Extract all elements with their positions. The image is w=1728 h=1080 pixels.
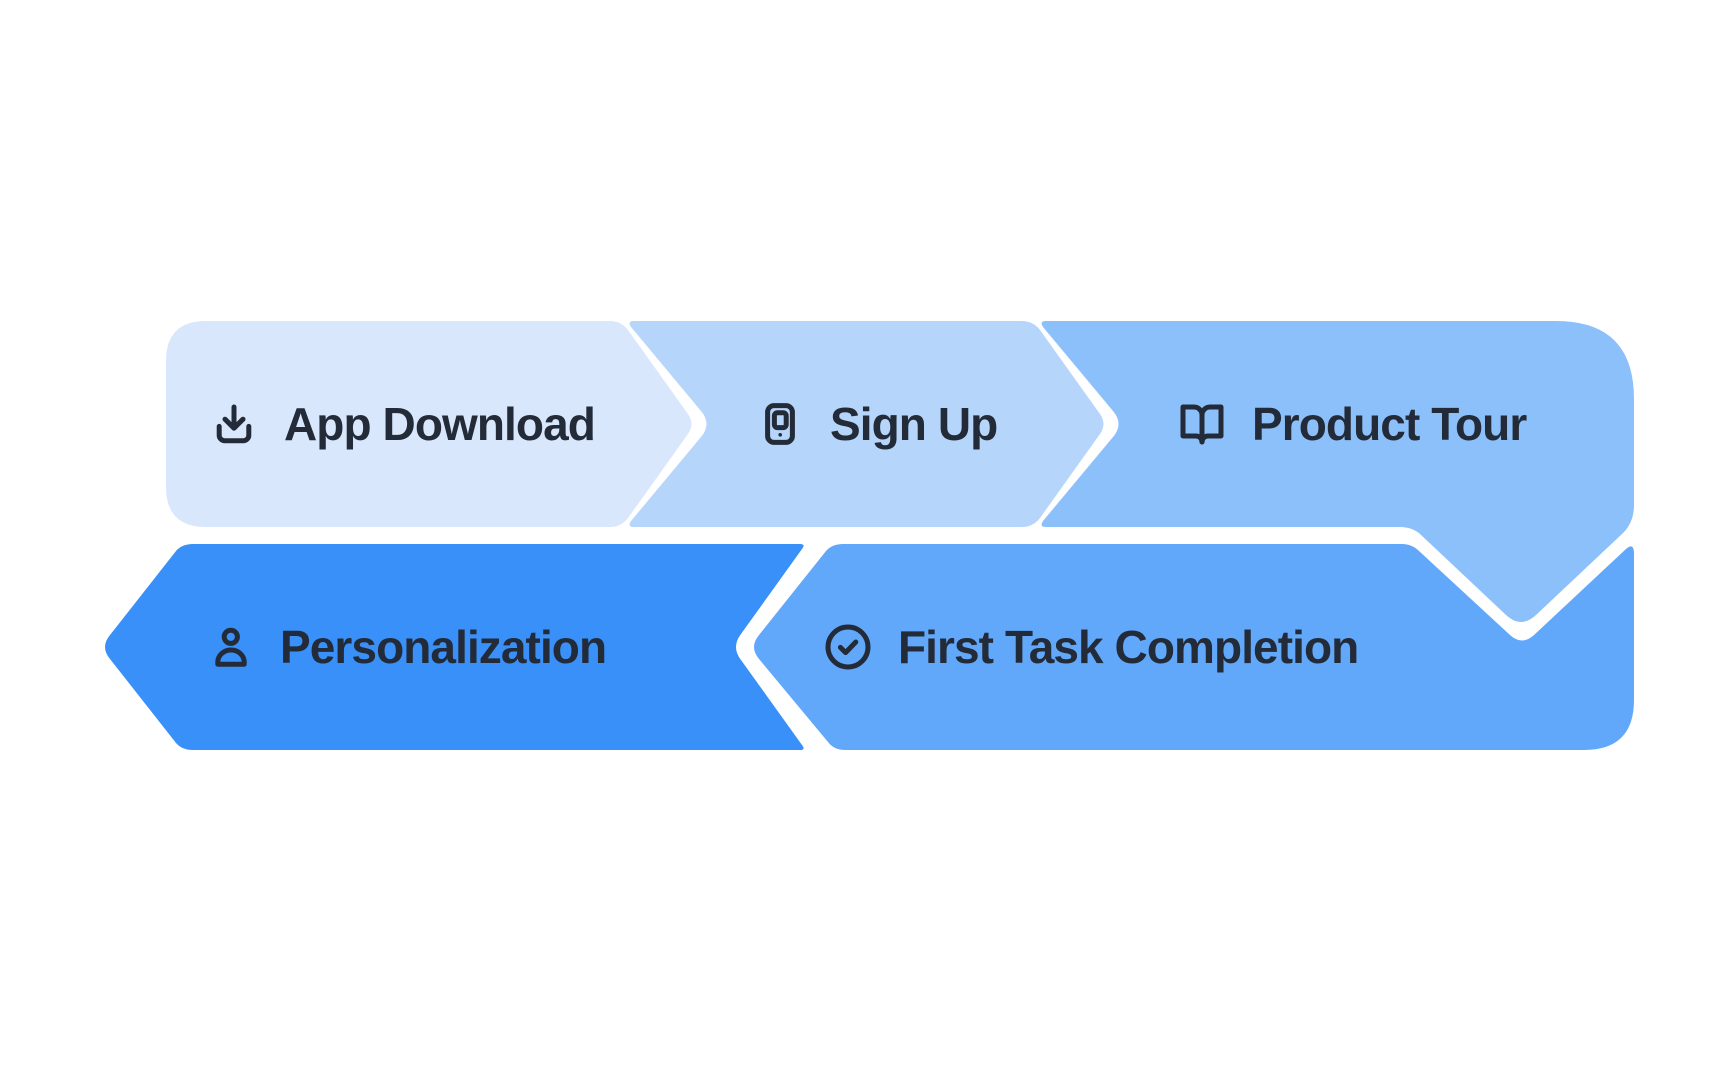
- step-first-task-completion: First Task Completion: [824, 621, 1359, 673]
- step-shape-product-tour: [1041, 321, 1634, 622]
- step-product-tour: Product Tour: [1178, 398, 1527, 450]
- step-label-text: Product Tour: [1252, 398, 1527, 450]
- step-personalization: Personalization: [206, 621, 607, 673]
- step-label-text: Sign Up: [830, 398, 998, 450]
- step-shape-app-download: [166, 321, 692, 527]
- circle-check-icon: [825, 624, 871, 670]
- smartphone-icon: [765, 403, 795, 445]
- step-label-text: App Download: [284, 398, 596, 450]
- step-shape-personalization: [105, 544, 804, 750]
- step-label-text: Personalization: [280, 621, 607, 673]
- step-shape-sign-up: [629, 321, 1104, 527]
- step-shape-first-task-completion: [754, 544, 1634, 750]
- step-label-text: First Task Completion: [898, 621, 1359, 673]
- download-icon: [216, 404, 252, 444]
- book-open-icon: [1180, 404, 1224, 445]
- user-icon: [215, 627, 247, 667]
- step-app-download: App Download: [210, 398, 596, 450]
- step-sign-up: Sign Up: [756, 398, 998, 450]
